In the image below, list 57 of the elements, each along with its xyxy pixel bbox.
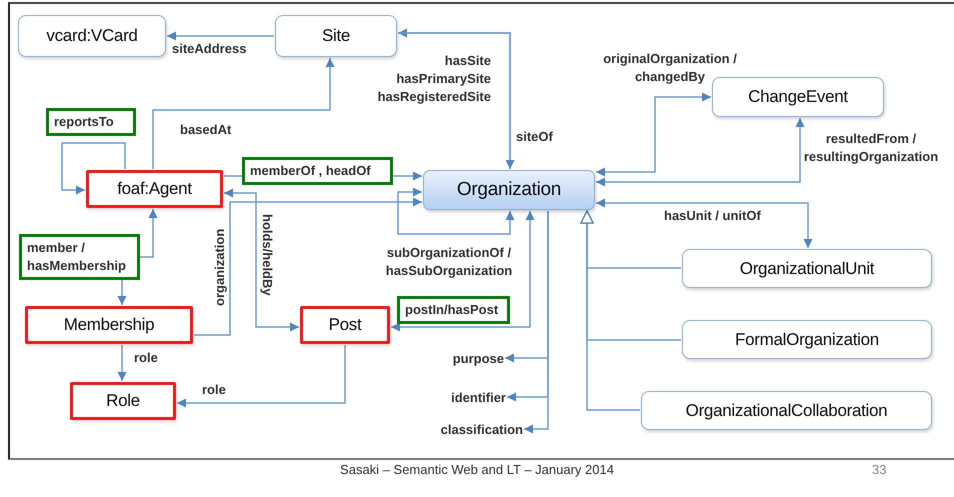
footer-text: Sasaki – Semantic Web and LT – January 2014 bbox=[340, 462, 614, 477]
class-box bbox=[25, 306, 193, 344]
edge-label: holds/heldBy bbox=[259, 214, 276, 296]
class-name: FormalOrganization bbox=[735, 330, 879, 350]
class-box bbox=[86, 170, 223, 208]
class-name: Post bbox=[328, 315, 362, 335]
class-box bbox=[300, 306, 390, 344]
property-label: classification bbox=[420, 420, 523, 439]
edge-label: siteAddress bbox=[172, 40, 248, 58]
arrow bbox=[580, 210, 640, 411]
page-number: 33 bbox=[872, 462, 886, 477]
arrow bbox=[397, 188, 514, 235]
edge-label: originalOrganization / changedBy bbox=[602, 50, 738, 86]
arrow bbox=[194, 198, 422, 336]
edge-label: organization bbox=[211, 228, 228, 306]
edge-label: hasUnit / unitOf bbox=[664, 207, 762, 225]
edge-label: memberOf , headOf bbox=[242, 157, 393, 185]
class-name: Role bbox=[106, 391, 140, 411]
class-name: ChangeEvent bbox=[748, 87, 848, 107]
arrow bbox=[224, 188, 299, 332]
edge-label: hasSite hasPrimarySite hasRegisteredSite bbox=[376, 52, 491, 106]
class-name: foaf:Agent bbox=[117, 179, 192, 199]
arrow bbox=[167, 32, 274, 40]
edge-label: reportsTo bbox=[46, 108, 136, 136]
class-box bbox=[712, 77, 884, 117]
class-name: OrganizationalCollaboration bbox=[686, 400, 888, 420]
class-name: vcard:VCard bbox=[46, 26, 138, 46]
arrow bbox=[596, 118, 804, 186]
edge-label: postIn/hasPost bbox=[397, 296, 510, 324]
class-name: Membership bbox=[64, 315, 154, 335]
edge-label: subOrganizationOf / hasSubOrganization bbox=[384, 244, 514, 280]
class-box bbox=[275, 15, 397, 57]
class-name: OrganizationalUnit bbox=[740, 258, 874, 278]
arrow bbox=[596, 198, 812, 248]
edge-label: basedAt bbox=[180, 121, 232, 139]
edge-label: resultedFrom / resultingOrganization bbox=[802, 130, 940, 166]
arrow bbox=[524, 211, 549, 434]
property-label: purpose bbox=[430, 349, 504, 368]
arrow bbox=[596, 92, 711, 176]
arrow bbox=[391, 211, 534, 332]
arrow bbox=[152, 58, 334, 169]
class-box bbox=[423, 170, 595, 210]
arrow bbox=[118, 345, 126, 381]
arrow bbox=[177, 345, 346, 408]
class-name: Site bbox=[322, 26, 350, 46]
edge-label: siteOf bbox=[516, 128, 554, 146]
class-box bbox=[682, 249, 932, 288]
class-box bbox=[641, 391, 932, 430]
class-box bbox=[18, 15, 166, 57]
property-label: identifier bbox=[430, 388, 506, 407]
class-box bbox=[70, 382, 176, 420]
arrow bbox=[61, 142, 126, 194]
class-name: Organization bbox=[456, 179, 562, 201]
class-box bbox=[682, 320, 932, 359]
edge-label: role bbox=[202, 381, 227, 399]
edge-label: member / hasMembership bbox=[19, 234, 140, 280]
edge-label: role bbox=[134, 349, 159, 367]
